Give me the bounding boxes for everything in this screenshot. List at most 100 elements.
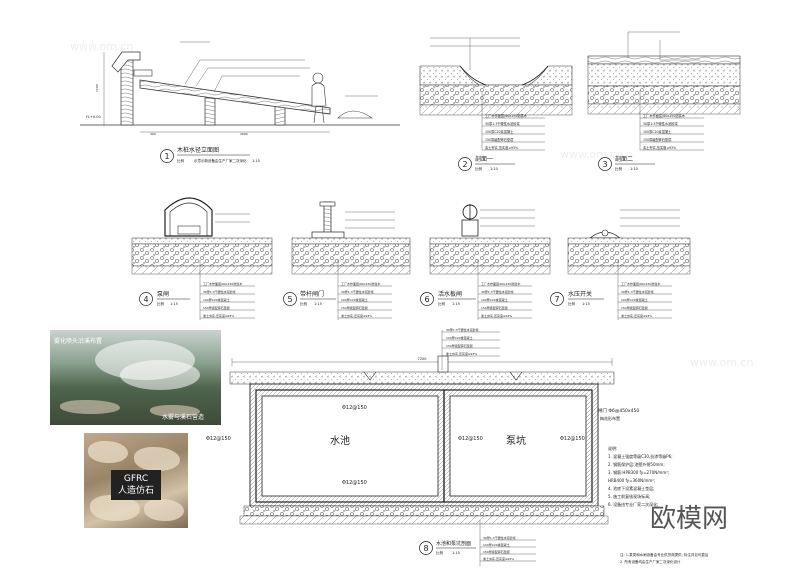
svg-text:5: 5 xyxy=(287,295,292,304)
watermark-text: www.om.cn xyxy=(70,40,134,53)
svg-text:素土夯实,压实度≥93%: 素土夯实,压实度≥93% xyxy=(446,351,477,356)
detail-3-title: 3 剖面二 比例 1:10 xyxy=(598,155,655,171)
svg-text:活水板闸: 活水板闸 xyxy=(438,290,462,298)
svg-text:30厚1:3干硬性水泥砂浆: 30厚1:3干硬性水泥砂浆 xyxy=(203,289,236,294)
svg-text:比例: 比例 xyxy=(157,301,164,306)
watermark-logo: 欧模网 xyxy=(650,504,728,534)
svg-text:1:15: 1:15 xyxy=(170,302,178,306)
svg-text:100厚C20素混凝土: 100厚C20素混凝土 xyxy=(203,297,230,302)
svg-text:6. 设备由专业厂家二次深化;: 6. 设备由专业厂家二次深化; xyxy=(608,501,658,507)
svg-text:1: 1 xyxy=(164,152,169,161)
svg-text:FL+0.00: FL+0.00 xyxy=(86,115,101,119)
detail-8-labels: 水池 泵坑 Φ12@150 Φ12@150 Φ12@150 Φ12@150 Φ1… xyxy=(206,405,639,486)
rebar-right-label: Φ12@150 xyxy=(560,436,585,442)
svg-text:100厚C20素混凝土: 100厚C20素混凝土 xyxy=(643,129,672,134)
svg-text:3. 钢筋:HPB300 fy=270N/mm²;: 3. 钢筋:HPB300 fy=270N/mm²; xyxy=(608,469,669,475)
svg-text:工厂木作面层/60x150防腐木: 工厂木作面层/60x150防腐木 xyxy=(481,281,520,286)
svg-text:木桩水径立面图: 木桩水径立面图 xyxy=(177,146,219,154)
svg-text:1:15: 1:15 xyxy=(452,551,460,555)
svg-text:150厚级配碎石垫层: 150厚级配碎石垫层 xyxy=(481,305,508,310)
svg-text:150厚级配碎石垫层: 150厚级配碎石垫层 xyxy=(203,305,230,310)
svg-text:带杆闸门: 带杆闸门 xyxy=(300,290,324,298)
svg-text:1:15: 1:15 xyxy=(582,302,590,306)
svg-text:1500: 1500 xyxy=(95,84,99,92)
svg-text:工厂木作面层/60x150防腐木: 工厂木作面层/60x150防腐木 xyxy=(485,113,528,118)
detail-4-pump-gate: 工厂木作面层/60x150防腐木 30厚1:3干硬性水泥砂浆 100厚C20素混… xyxy=(131,197,273,320)
svg-text:2. 钢筋保护层:池壁外侧50mm;: 2. 钢筋保护层:池壁外侧50mm; xyxy=(608,461,665,467)
detail-1-elevation: FL+0.00 300 3000 1500 xyxy=(80,41,400,136)
rebar-mid-label: Φ12@150 xyxy=(458,436,483,442)
svg-text:30厚1:3干硬性水泥砂浆: 30厚1:3干硬性水泥砂浆 xyxy=(485,121,520,126)
detail-8-title: 8 水池和泵坑剖面 比例 1:15 xyxy=(419,540,476,555)
detail-1-title: 1 木桩水径立面图 比例 示意示新设备由生产厂家二次深化 1:15 xyxy=(160,146,260,163)
svg-text:素土夯实,压实度≥93%: 素土夯实,压实度≥93% xyxy=(203,313,234,318)
svg-text:1:15: 1:15 xyxy=(452,302,460,306)
svg-text:30厚1:3干硬性水泥砂浆: 30厚1:3干硬性水泥砂浆 xyxy=(643,121,678,126)
watermark-text: www.om.cn xyxy=(330,255,394,268)
svg-text:工厂木作面层/60x150防腐木: 工厂木作面层/60x150防腐木 xyxy=(621,281,660,286)
svg-text:1:15: 1:15 xyxy=(314,302,322,306)
svg-text:30厚1:3干硬性水泥砂浆: 30厚1:3干硬性水泥砂浆 xyxy=(481,289,514,294)
photo-side-note: 雾化喷头沿溪布置 xyxy=(54,338,103,345)
svg-text:素土夯实,压实度≥93%: 素土夯实,压实度≥93% xyxy=(341,313,372,318)
svg-text:工厂木作面层/60x150防腐木: 工厂木作面层/60x150防腐木 xyxy=(643,113,686,118)
svg-text:150厚级配碎石垫层: 150厚级配碎石垫层 xyxy=(621,305,648,310)
svg-text:比例: 比例 xyxy=(300,301,308,306)
svg-text:30厚1:3干硬性水泥砂浆: 30厚1:3干硬性水泥砂浆 xyxy=(483,535,516,540)
svg-text:剖面一: 剖面一 xyxy=(475,155,493,163)
svg-text:比例: 比例 xyxy=(568,301,576,306)
svg-text:HRB400 fy=360N/mm²;: HRB400 fy=360N/mm²; xyxy=(608,478,655,483)
rebar-left-label: Φ12@150 xyxy=(206,436,231,442)
svg-text:7: 7 xyxy=(554,295,559,304)
svg-text:100厚C20素混凝土: 100厚C20素混凝土 xyxy=(446,335,473,340)
svg-text:7200: 7200 xyxy=(418,357,427,361)
svg-text:4: 4 xyxy=(143,295,148,304)
svg-text:比例: 比例 xyxy=(436,550,444,555)
svg-text:比例: 比例 xyxy=(475,166,483,171)
svg-text:工厂木作面层/60x150防腐木: 工厂木作面层/60x150防腐木 xyxy=(203,281,242,286)
svg-text:泵闸: 泵闸 xyxy=(157,290,169,298)
gfrc-label: GFRC 人造仿石 xyxy=(111,470,161,500)
svg-text:100厚C20素混凝土: 100厚C20素混凝土 xyxy=(483,542,510,547)
detail-2-title: 2 剖面一 比例 1:10 xyxy=(458,155,515,171)
svg-text:2. 所有设备均由生产厂家二次深化设计: 2. 所有设备均由生产厂家二次深化设计 xyxy=(620,559,681,564)
svg-text:1:10: 1:10 xyxy=(490,167,498,171)
svg-text:1:10: 1:10 xyxy=(630,167,638,171)
watermark-text: www.om.cn xyxy=(690,356,754,369)
svg-text:30厚1:3干硬性水泥砂浆: 30厚1:3干硬性水泥砂浆 xyxy=(446,327,479,332)
svg-text:素土夯实,压实度≥93%: 素土夯实,压实度≥93% xyxy=(483,556,514,561)
reference-photo-mist-stream: 雾化喷头沿溪布置 水雾与溪石营造 xyxy=(50,330,221,425)
svg-text:水压开关: 水压开关 xyxy=(568,290,592,298)
svg-text:150厚级配碎石垫层: 150厚级配碎石垫层 xyxy=(643,137,671,142)
gate-sub-label: 梅花形布置 xyxy=(600,415,620,421)
detail-5-rod-gate: 工厂木作面层/60x150防腐木 30厚1:3干硬性水泥砂浆 100厚C20素混… xyxy=(283,201,411,320)
photo-caption: 水雾与溪石营造 xyxy=(162,414,205,421)
svg-text:4. 池底下设素混凝土垫层;: 4. 池底下设素混凝土垫层; xyxy=(608,485,654,491)
svg-text:2: 2 xyxy=(462,160,467,169)
svg-text:比例: 比例 xyxy=(438,301,446,306)
svg-text:示意示新设备由生产厂家二次深化: 示意示新设备由生产厂家二次深化 xyxy=(194,158,247,163)
svg-text:6: 6 xyxy=(424,295,429,304)
svg-text:3: 3 xyxy=(602,160,607,169)
svg-text:水池和泵坑剖面: 水池和泵坑剖面 xyxy=(436,540,471,547)
svg-text:30厚1:3干硬性水泥砂浆: 30厚1:3干硬性水泥砂浆 xyxy=(341,289,374,294)
svg-text:3000: 3000 xyxy=(240,132,248,136)
svg-text:150厚级配碎石垫层: 150厚级配碎石垫层 xyxy=(341,305,368,310)
general-notes: 1. 混凝土强度等级C30,抗渗等级P6; 2. 钢筋保护层:池壁外侧50mm;… xyxy=(608,445,709,564)
detail-8-pool-section: 7200 30厚1:3干硬性水泥砂浆 100厚C20素混凝土 150厚级配碎石垫… xyxy=(229,327,615,566)
pump-pit-label: 泵坑 xyxy=(506,434,526,447)
svg-text:素土夯实,压实度≥93%: 素土夯实,压实度≥93% xyxy=(643,145,676,150)
svg-text:100厚C20素混凝土: 100厚C20素混凝土 xyxy=(341,297,368,302)
svg-text:比例: 比例 xyxy=(615,166,623,171)
svg-text:30厚1:3干硬性水泥砂浆: 30厚1:3干硬性水泥砂浆 xyxy=(621,289,654,294)
svg-text:比例: 比例 xyxy=(177,158,184,163)
svg-text:1:15: 1:15 xyxy=(252,159,260,163)
detail-7-pressure-switch: 工厂木作面层/60x150防腐木 30厚1:3干硬性水泥砂浆 100厚C20素混… xyxy=(550,209,691,320)
svg-text:说明:: 说明: xyxy=(608,445,617,451)
svg-text:5. 施工前复核现场标高;: 5. 施工前复核现场标高; xyxy=(608,493,650,499)
detail-3-section: 工厂木作面层/60x150防腐木 30厚1:3干硬性水泥砂浆 100厚C20素混… xyxy=(587,31,741,151)
detail-2-section: 工厂木作面层/60x150防腐木 30厚1:3干硬性水泥砂浆 100厚C20素混… xyxy=(419,37,573,151)
rebar-bottom-label: Φ12@150 xyxy=(342,480,367,486)
watermark-text: www.om.cn xyxy=(560,148,624,161)
svg-text:300: 300 xyxy=(150,132,156,136)
